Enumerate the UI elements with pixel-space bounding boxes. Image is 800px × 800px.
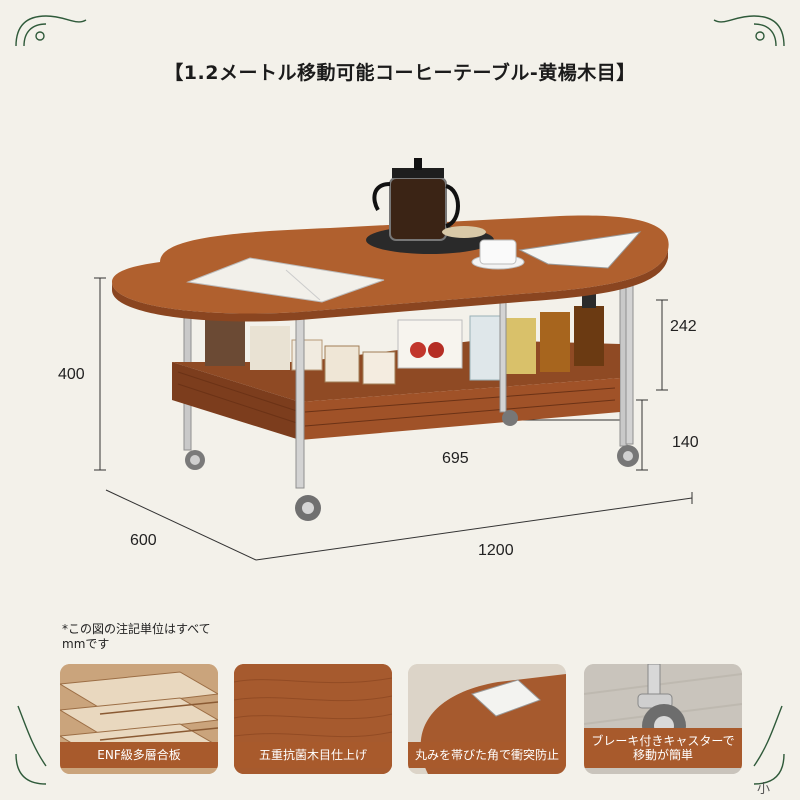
- unit-note: *この図の注記単位はすべてmmです: [62, 622, 211, 651]
- feature-caption: 丸みを帯びた角で衝突防止: [408, 742, 566, 768]
- inner-width-dimension-label: 695: [442, 450, 469, 467]
- depth-dimension-label: 600: [130, 532, 157, 549]
- page-title: 【1.2メートル移動可能コーヒーテーブル-黄楊木目】: [164, 62, 636, 84]
- width-dimension-label: 1200: [478, 542, 514, 559]
- feature-card-woodgrain: 五重抗菌木目仕上げ: [234, 664, 392, 774]
- feature-caption: ENF級多層合板: [60, 742, 218, 768]
- feature-caption: ブレーキ付きキャスターで移動が簡単: [584, 728, 742, 768]
- watermark: 小: [756, 782, 770, 797]
- upper-dimension-label: 242: [670, 318, 697, 335]
- feature-caption: 五重抗菌木目仕上げ: [234, 742, 392, 768]
- height-dimension-label: 400: [58, 366, 85, 383]
- feature-card-rounded-corner: 丸みを帯びた角で衝突防止: [408, 664, 566, 774]
- feature-card-caster: ブレーキ付きキャスターで移動が簡単: [584, 664, 742, 774]
- lower-dimension-label: 140: [672, 434, 699, 451]
- feature-card-plywood: ENF級多層合板: [60, 664, 218, 774]
